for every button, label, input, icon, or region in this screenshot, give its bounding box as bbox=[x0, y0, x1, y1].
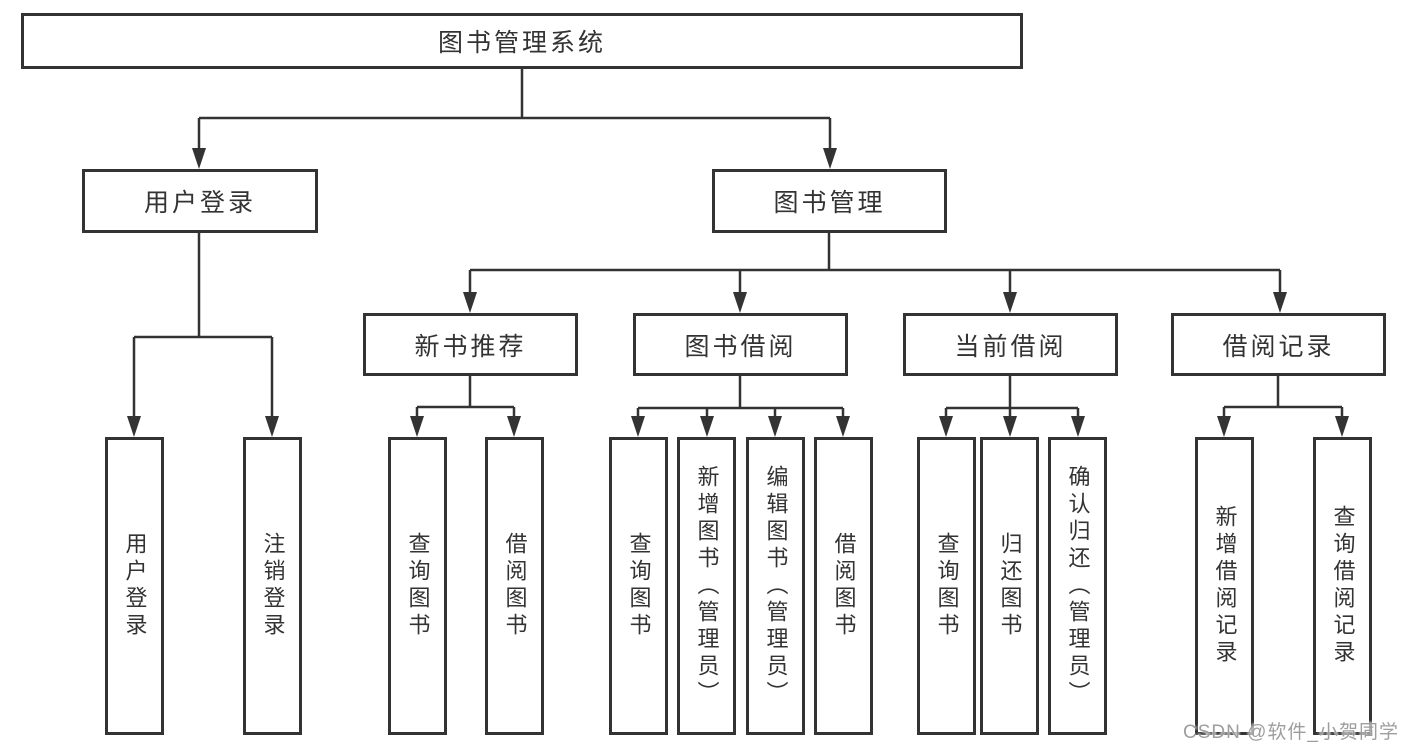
leaf-add-book-admin-label: 新增图书（管理员） bbox=[694, 464, 720, 708]
node-book-management: 图书管理 bbox=[712, 169, 947, 233]
node-current-borrow-label: 当前借阅 bbox=[954, 332, 1067, 361]
node-root-system: 图书管理系统 bbox=[21, 13, 1023, 69]
leaf-query-borrow-record: 查询借阅记录 bbox=[1313, 437, 1372, 735]
node-book-borrow-label: 图书借阅 bbox=[684, 332, 797, 361]
leaf-add-borrow-record: 新增借阅记录 bbox=[1195, 437, 1254, 735]
node-user-login: 用户登录 bbox=[82, 169, 318, 233]
leaf-borrow-book-newbook: 借阅图书 bbox=[485, 437, 544, 735]
node-new-book-recommend: 新书推荐 bbox=[363, 313, 578, 376]
leaf-edit-book-admin-label: 编辑图书（管理员） bbox=[763, 464, 789, 708]
leaf-borrow-book-newbook-label: 借阅图书 bbox=[502, 532, 528, 640]
leaf-edit-book-admin: 编辑图书（管理员） bbox=[746, 437, 805, 735]
node-borrow-record-label: 借阅记录 bbox=[1222, 332, 1335, 361]
leaf-borrow-book-borrow: 借阅图书 bbox=[814, 437, 873, 735]
leaf-user-login: 用户登录 bbox=[105, 437, 164, 735]
node-book-management-label: 图书管理 bbox=[773, 189, 886, 217]
leaf-borrow-book-borrow-label: 借阅图书 bbox=[831, 532, 857, 640]
leaf-logout-login-label: 注销登录 bbox=[260, 532, 286, 640]
leaf-user-login-label: 用户登录 bbox=[122, 532, 148, 640]
node-root-label: 图书管理系统 bbox=[437, 29, 606, 57]
leaf-return-book: 归还图书 bbox=[980, 437, 1039, 735]
node-user-login-label: 用户登录 bbox=[143, 189, 256, 217]
node-new-book-recommend-label: 新书推荐 bbox=[414, 332, 527, 361]
leaf-query-book-current: 查询图书 bbox=[917, 437, 976, 735]
leaf-query-book-newbook: 查询图书 bbox=[388, 437, 447, 735]
leaf-query-book-borrow: 查询图书 bbox=[609, 437, 668, 735]
leaf-query-borrow-record-label: 查询借阅记录 bbox=[1330, 505, 1356, 667]
node-book-borrow: 图书借阅 bbox=[633, 313, 848, 376]
leaf-query-book-borrow-label: 查询图书 bbox=[626, 532, 652, 640]
leaf-add-borrow-record-label: 新增借阅记录 bbox=[1212, 505, 1238, 667]
leaf-query-book-current-label: 查询图书 bbox=[934, 532, 960, 640]
node-borrow-record: 借阅记录 bbox=[1171, 313, 1386, 376]
csdn-watermark: CSDN @软件_小贺同学 bbox=[1183, 722, 1399, 743]
leaf-query-book-newbook-label: 查询图书 bbox=[405, 532, 431, 640]
leaf-return-book-label: 归还图书 bbox=[997, 532, 1023, 640]
leaf-logout-login: 注销登录 bbox=[243, 437, 302, 735]
leaf-add-book-admin: 新增图书（管理员） bbox=[677, 437, 736, 735]
leaf-confirm-return-admin: 确认归还（管理员） bbox=[1048, 437, 1107, 735]
node-current-borrow: 当前借阅 bbox=[903, 313, 1118, 376]
leaf-confirm-return-admin-label: 确认归还（管理员） bbox=[1065, 464, 1091, 708]
